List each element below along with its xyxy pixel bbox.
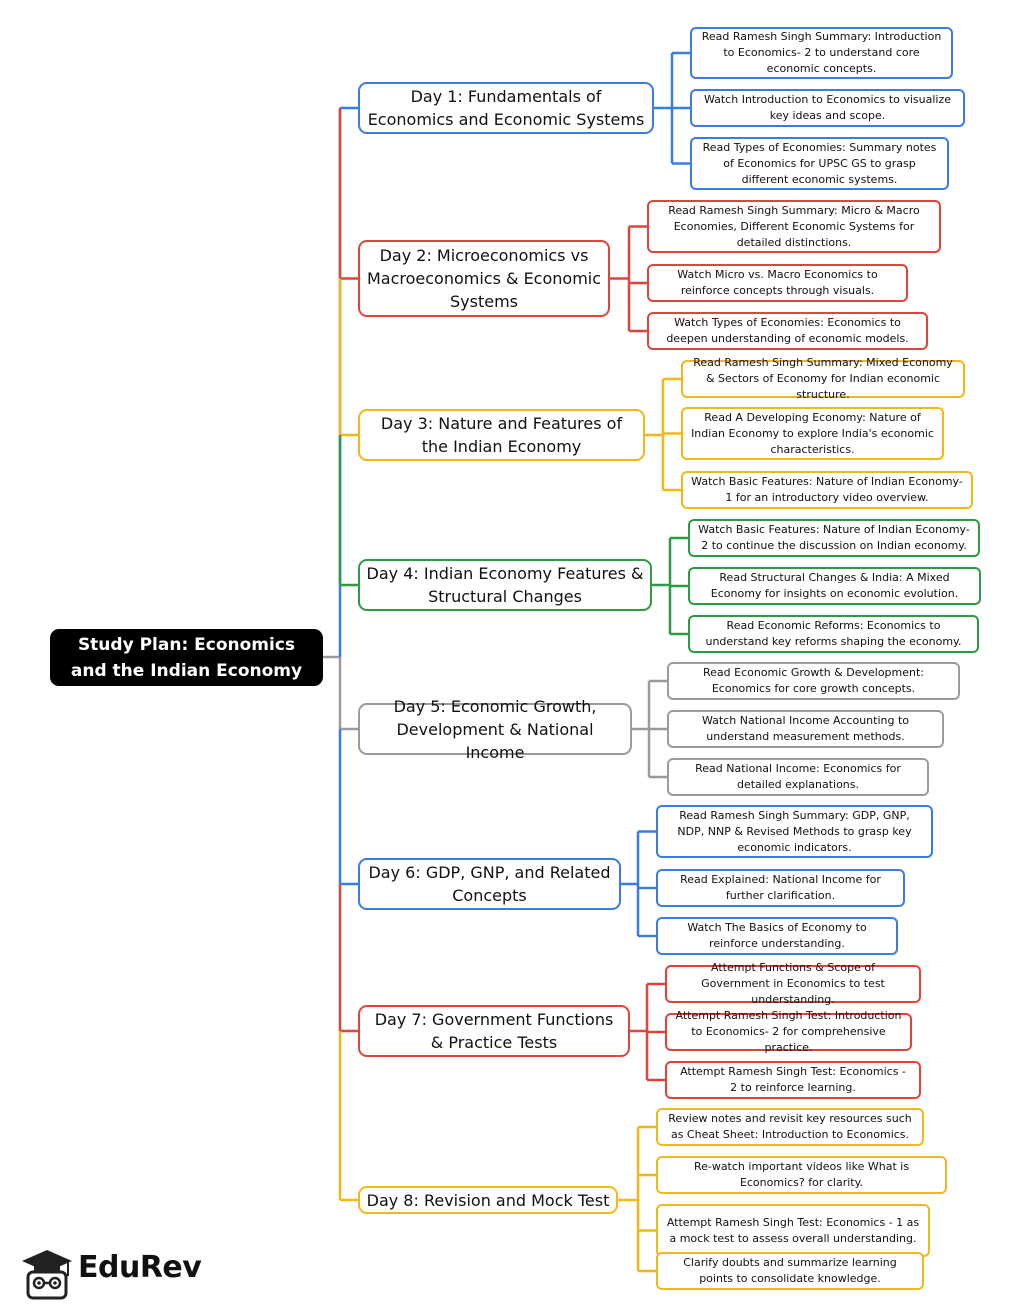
- day-5-task-1: Read Economic Growth & Development: Econ…: [667, 662, 960, 700]
- day-7-label: Day 7: Government Functions & Practice T…: [374, 1010, 614, 1052]
- day-3-label: Day 3: Nature and Features of the Indian…: [380, 414, 623, 456]
- day-7-node: Day 7: Government Functions & Practice T…: [358, 1005, 630, 1057]
- day-8-task-2: Re-watch important videos like What is E…: [656, 1156, 947, 1194]
- task-text: Read A Developing Economy: Nature of Ind…: [691, 410, 934, 456]
- day-5-node: Day 5: Economic Growth, Development & Na…: [358, 697, 632, 762]
- task-text: Read National Income: Economics for deta…: [695, 762, 901, 791]
- task-text: Watch Basic Features: Nature of Indian E…: [691, 475, 963, 504]
- task-text: Attempt Ramesh Singh Test: Economics - 2…: [680, 1065, 906, 1094]
- task-text: Read Structural Changes & India: A Mixed…: [710, 571, 959, 600]
- day-1-task-3: Read Types of Economies: Summary notes o…: [690, 137, 949, 190]
- graduation-cap-mascot-icon: [22, 1250, 72, 1300]
- day-7-task-3: Attempt Ramesh Singh Test: Economics - 2…: [665, 1061, 921, 1099]
- day-6-task-3: Watch The Basics of Economy to reinforce…: [656, 917, 898, 955]
- day-8-task-1: Review notes and revisit key resources s…: [656, 1108, 924, 1146]
- task-text: Attempt Functions & Scope of Government …: [701, 961, 885, 1006]
- task-text: Read Economic Growth & Development: Econ…: [702, 666, 925, 695]
- day-5-task-3: Read National Income: Economics for deta…: [667, 758, 929, 796]
- day-2-task-3: Watch Types of Economies: Economics to d…: [647, 312, 928, 350]
- day-8-task-3: Attempt Ramesh Singh Test: Economics - 1…: [656, 1204, 930, 1257]
- day-2-task-1: Read Ramesh Singh Summary: Micro & Macro…: [647, 200, 941, 253]
- brand-name: EduRev: [78, 1250, 202, 1285]
- day-6-task-1: Read Ramesh Singh Summary: GDP, GNP, NDP…: [656, 805, 933, 858]
- day-1-task-2: Watch Introduction to Economics to visua…: [690, 89, 965, 127]
- task-text: Read Ramesh Singh Summary: Introduction …: [701, 30, 942, 75]
- day-8-task-4: Clarify doubts and summarize learning po…: [656, 1252, 924, 1290]
- day-1-node: Day 1: Fundamentals of Economics and Eco…: [358, 82, 654, 134]
- task-text: Clarify doubts and summarize learning po…: [683, 1256, 897, 1285]
- task-text: Read Ramesh Singh Summary: Micro & Macro…: [668, 203, 920, 249]
- day-4-task-2: Read Structural Changes & India: A Mixed…: [688, 567, 981, 605]
- day-3-node: Day 3: Nature and Features of the Indian…: [358, 409, 645, 461]
- day-2-node: Day 2: Microeconomics vs Macroeconomics …: [358, 240, 610, 317]
- task-text: Watch Types of Economies: Economics to d…: [666, 316, 909, 345]
- day-3-task-1: Read Ramesh Singh Summary: Mixed Economy…: [681, 356, 965, 401]
- day-6-task-2: Read Explained: National Income for furt…: [656, 869, 905, 907]
- day-5-task-2: Watch National Income Accounting to unde…: [667, 710, 944, 748]
- task-text: Attempt Ramesh Singh Test: Economics - 1…: [666, 1215, 920, 1245]
- edurev-logo: EduRev: [20, 1248, 210, 1300]
- task-text: Watch Micro vs. Macro Economics to reinf…: [677, 268, 878, 297]
- day-6-node: Day 6: GDP, GNP, and Related Concepts: [358, 858, 621, 910]
- day-2-label: Day 2: Microeconomics vs Macroeconomics …: [366, 246, 602, 311]
- task-text: Read Explained: National Income for furt…: [680, 873, 881, 902]
- day-7-task-2: Attempt Ramesh Singh Test: Introduction …: [665, 1009, 912, 1054]
- task-text: Watch Introduction to Economics to visua…: [703, 93, 952, 122]
- day-1-task-1: Read Ramesh Singh Summary: Introduction …: [690, 27, 953, 79]
- task-text: Read Ramesh Singh Summary: Mixed Economy…: [693, 356, 953, 401]
- task-text: Read Economic Reforms: Economics to unde…: [705, 619, 962, 648]
- root-node: Study Plan: Economics and the Indian Eco…: [50, 629, 323, 686]
- root-label: Study Plan: Economics and the Indian Eco…: [70, 634, 303, 681]
- day-4-node: Day 4: Indian Economy Features & Structu…: [358, 559, 652, 611]
- day-6-label: Day 6: GDP, GNP, and Related Concepts: [368, 863, 611, 905]
- task-text: Watch Basic Features: Nature of Indian E…: [698, 523, 970, 552]
- day-8-label: Day 8: Revision and Mock Test: [366, 1190, 610, 1210]
- day-2-task-2: Watch Micro vs. Macro Economics to reinf…: [647, 264, 908, 302]
- task-text: Read Types of Economies: Summary notes o…: [702, 140, 937, 186]
- day-4-task-1: Watch Basic Features: Nature of Indian E…: [688, 519, 980, 557]
- day-4-label: Day 4: Indian Economy Features & Structu…: [366, 564, 644, 606]
- day-3-task-3: Watch Basic Features: Nature of Indian E…: [681, 471, 973, 509]
- day-5-label: Day 5: Economic Growth, Development & Na…: [393, 696, 597, 762]
- task-text: Watch The Basics of Economy to reinforce…: [687, 921, 867, 950]
- day-7-task-1: Attempt Functions & Scope of Government …: [665, 961, 921, 1006]
- day-4-task-3: Read Economic Reforms: Economics to unde…: [688, 615, 979, 653]
- task-text: Review notes and revisit key resources s…: [668, 1112, 912, 1141]
- task-text: Re-watch important videos like What is E…: [693, 1160, 910, 1189]
- day-8-node: Day 8: Revision and Mock Test: [358, 1186, 618, 1214]
- task-text: Read Ramesh Singh Summary: GDP, GNP, NDP…: [677, 808, 912, 854]
- task-text: Watch National Income Accounting to unde…: [701, 714, 909, 743]
- day-1-label: Day 1: Fundamentals of Economics and Eco…: [367, 87, 645, 129]
- task-text: Attempt Ramesh Singh Test: Introduction …: [675, 1009, 902, 1054]
- day-3-task-2: Read A Developing Economy: Nature of Ind…: [681, 407, 944, 460]
